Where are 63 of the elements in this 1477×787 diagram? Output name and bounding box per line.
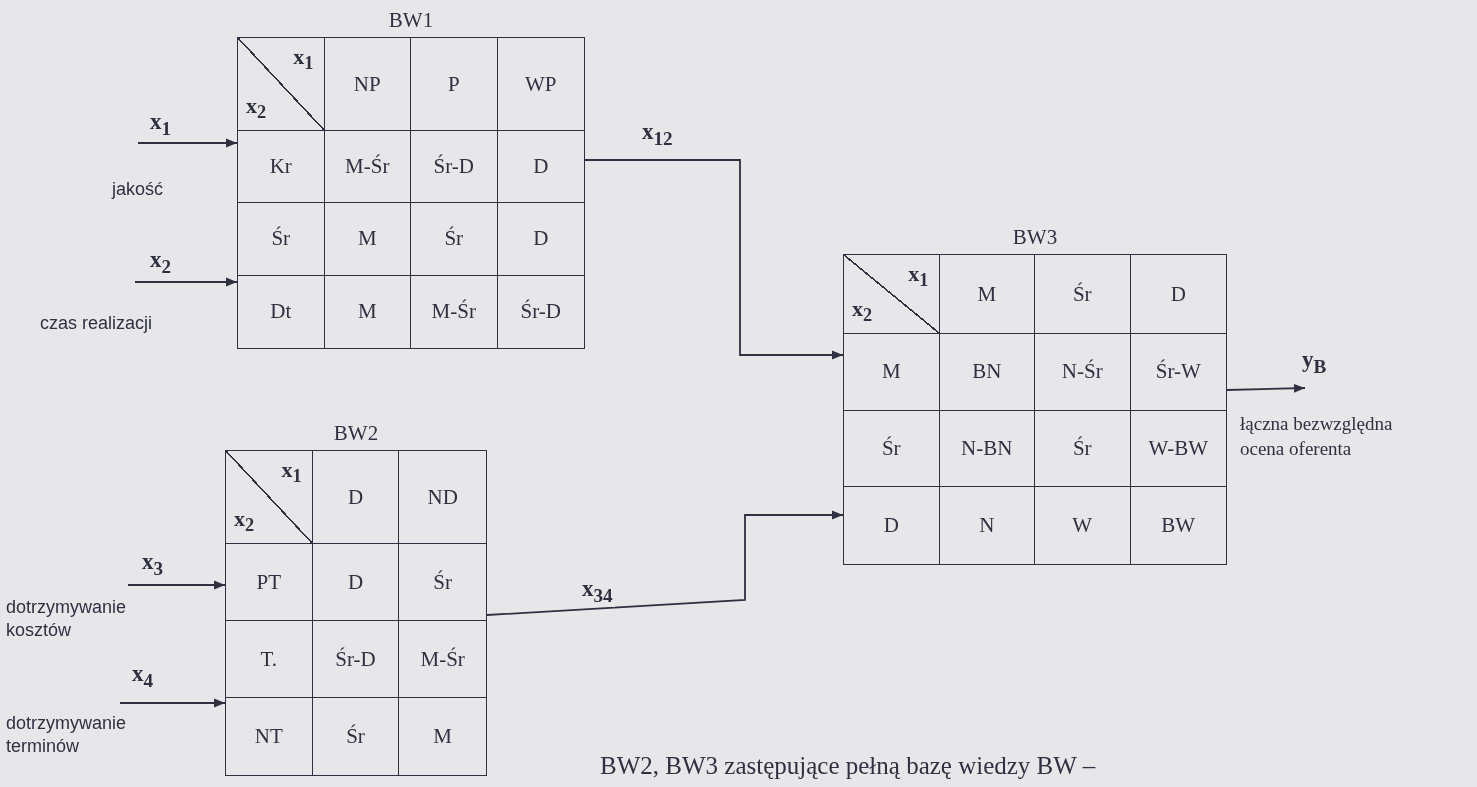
- column-header: WP: [497, 38, 584, 131]
- row-header: Śr: [238, 203, 325, 276]
- arrow: [127, 580, 226, 590]
- table-cell: Śr-D: [312, 621, 400, 698]
- row-header: Kr: [238, 131, 325, 204]
- row-header: T.: [226, 621, 313, 698]
- arrow: [1226, 383, 1306, 393]
- table-title: BW1: [387, 7, 435, 33]
- table-cell: N: [939, 487, 1035, 564]
- input-description: czas realizacji: [40, 312, 154, 335]
- caption: BW2, BW3 zastępujące pełną bazę wiedzy BW –: [600, 752, 1096, 780]
- table-cell: D: [312, 544, 400, 621]
- table-cell: Śr: [1035, 410, 1131, 488]
- table-title: BW3: [1011, 224, 1059, 250]
- row-header: D: [844, 487, 940, 564]
- table-cell: M-Śr: [399, 621, 486, 698]
- arrow: [584, 159, 844, 360]
- input-description: dotrzymywanie terminów: [6, 712, 128, 759]
- row-header: M: [844, 334, 940, 411]
- table-cell: M: [324, 203, 411, 276]
- column-header: D: [1130, 255, 1226, 334]
- table-cell: D: [497, 131, 584, 204]
- table-cell: Śr-D: [411, 131, 498, 204]
- column-header: Śr: [1035, 255, 1131, 334]
- column-variable: x$_{1}$: [293, 46, 314, 73]
- table-title: BW2: [332, 420, 380, 446]
- column-header: M: [939, 255, 1035, 334]
- table-cell: M: [324, 275, 411, 348]
- row-variable: x$_{2}$: [246, 95, 267, 122]
- column-header: D: [312, 451, 400, 544]
- input-description: dotrzymywanie kosztów: [6, 596, 128, 643]
- arrow: [137, 138, 238, 148]
- column-header: ND: [399, 451, 486, 544]
- row-header: Dt: [238, 275, 325, 348]
- column-variable: x$_{1}$: [908, 263, 929, 290]
- row-variable: x$_{2}$: [234, 508, 255, 535]
- output-description: łączna bezwzględna ocena oferenta: [1240, 412, 1394, 461]
- table-cell-text: BW: [1160, 512, 1197, 540]
- table-cell: W: [1035, 487, 1131, 564]
- table-cell: Śr: [312, 698, 400, 775]
- table-cell: W-BW: [1130, 410, 1226, 488]
- table-cell-text: M: [432, 723, 453, 750]
- row-header: PT: [226, 544, 313, 621]
- arrow: [134, 277, 238, 287]
- table-cell: M-Śr: [411, 275, 498, 348]
- column-variable: x$_{1}$: [281, 459, 302, 486]
- table-cell: M-Śr: [324, 131, 411, 204]
- table-cell: D: [497, 203, 584, 276]
- table-cell: N-BN: [939, 410, 1035, 488]
- table-cell: Śr: [411, 203, 498, 276]
- table-cell-text: Śr-D: [519, 298, 562, 326]
- arrow: [119, 698, 226, 708]
- table-cell: Śr: [399, 544, 486, 621]
- column-header: NP: [324, 38, 411, 131]
- table-cell: N-Śr: [1035, 334, 1131, 411]
- input-description: jakość: [112, 178, 165, 201]
- table-cell: Śr-W: [1130, 334, 1226, 411]
- row-header: Śr: [844, 410, 940, 488]
- row-variable: x$_{2}$: [852, 298, 873, 325]
- table-cell: BN: [939, 334, 1035, 411]
- row-header: NT: [226, 698, 313, 775]
- column-header: P: [411, 38, 498, 131]
- arrow: [486, 510, 844, 616]
